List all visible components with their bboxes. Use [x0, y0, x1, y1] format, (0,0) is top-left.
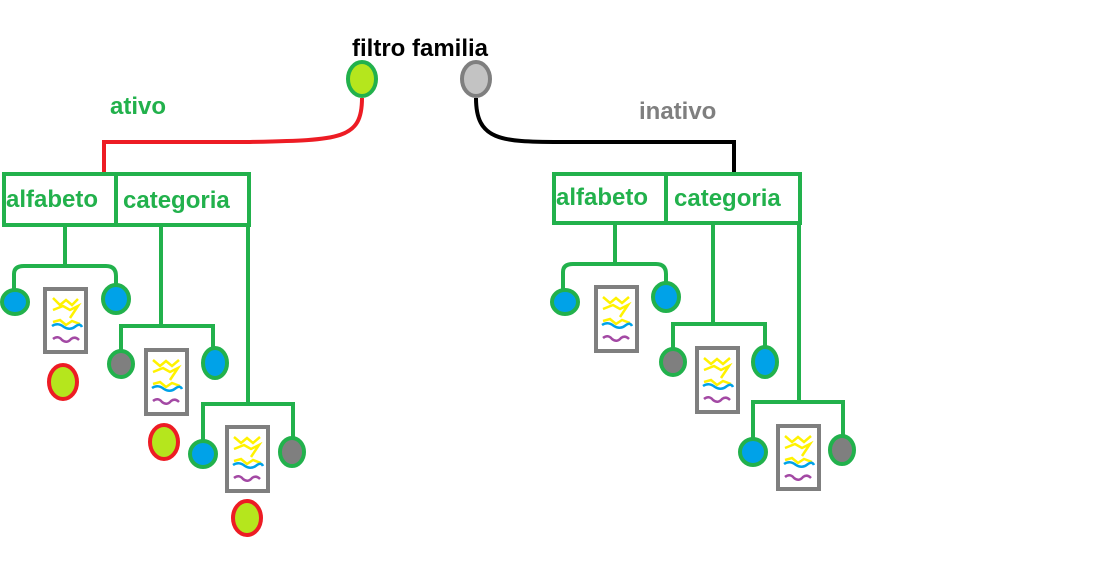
grey-node-icon[interactable] [828, 434, 856, 466]
document-icon[interactable] [225, 425, 270, 493]
tab-bar [552, 172, 802, 225]
status-badge-icon [47, 363, 79, 401]
document-icon[interactable] [43, 287, 88, 354]
blue-node-icon[interactable] [101, 283, 131, 315]
active-panel: alfabeto categoria [0, 172, 306, 537]
grey-node-icon[interactable] [659, 347, 687, 377]
tab-bar [2, 172, 251, 227]
document-icon[interactable] [594, 285, 639, 353]
blue-node-icon[interactable] [651, 281, 681, 313]
inactive-label: inativo [639, 98, 716, 125]
active-label: ativo [110, 93, 166, 120]
blue-node-icon[interactable] [0, 288, 30, 316]
blue-node-icon[interactable] [738, 437, 768, 467]
blue-node-icon[interactable] [188, 439, 218, 469]
inactive-toggle-icon[interactable] [460, 60, 492, 98]
document-icon[interactable] [695, 346, 740, 414]
tab-alfabeto[interactable]: alfabeto [6, 186, 98, 213]
document-icon[interactable] [776, 424, 821, 491]
tab-categoria[interactable]: categoria [674, 185, 781, 212]
blue-node-icon[interactable] [751, 345, 779, 379]
status-badge-icon [231, 499, 263, 537]
inactive-panel: alfabeto categoria [550, 172, 856, 491]
tab-alfabeto[interactable]: alfabeto [556, 184, 648, 211]
inactive-connector [474, 97, 736, 174]
grey-node-icon[interactable] [107, 349, 135, 379]
blue-node-icon[interactable] [201, 346, 229, 380]
diagram-title: filtro familia [352, 35, 489, 62]
blue-node-icon[interactable] [550, 288, 580, 316]
document-icon[interactable] [144, 348, 189, 416]
active-toggle-icon[interactable] [346, 60, 378, 98]
grey-node-icon[interactable] [278, 436, 306, 468]
tab-categoria[interactable]: categoria [123, 187, 230, 214]
active-connector [102, 97, 364, 174]
status-badge-icon [148, 423, 180, 461]
